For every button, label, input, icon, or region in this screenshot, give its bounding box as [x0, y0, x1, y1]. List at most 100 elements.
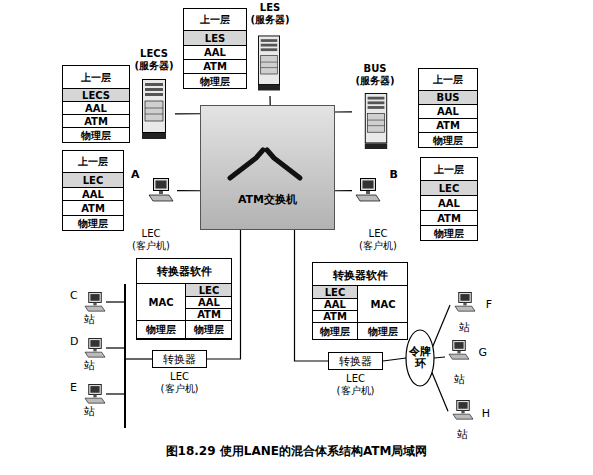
node-label: LEC (客户机): [337, 373, 375, 397]
layer-label: 上一层: [200, 14, 230, 25]
protocol-layer: MAC: [136, 283, 186, 321]
station-node: H站: [448, 398, 490, 442]
protocol-layer: ATM: [183, 59, 247, 74]
token-ring: 令牌环: [405, 329, 435, 387]
layer-label: 上一层: [433, 74, 463, 85]
protocol-layer: LEC: [62, 172, 124, 188]
switch-body: [200, 105, 335, 230]
layer-label: AAL: [204, 47, 226, 58]
node-label: LEC (客户机): [132, 228, 170, 252]
computer-icon: [455, 292, 475, 311]
layer-label: ATM: [203, 61, 227, 72]
node-label: 转换器: [163, 352, 196, 367]
layer-label: AAL: [198, 297, 220, 308]
node-label: 站: [454, 372, 465, 387]
protocol-layer: 物理层: [185, 320, 232, 339]
node-label: LEC (客户机): [161, 371, 199, 395]
node-label: 站: [457, 427, 468, 442]
switch-symbol: [267, 150, 300, 178]
node-label: 转换器软件: [137, 259, 231, 279]
node-label: 转换器软件: [313, 263, 407, 283]
node-label: 站: [84, 404, 95, 419]
switch-symbol: [230, 150, 263, 178]
layer-label: BUS: [437, 92, 460, 103]
network-link: [269, 96, 270, 105]
computer-icon: [453, 400, 473, 419]
converter-box: 转换器LEC (客户机): [152, 350, 207, 368]
protocol-layer: 物理层: [420, 225, 478, 241]
protocol-layer: AAL: [183, 45, 247, 60]
protocol-layer: 上一层: [418, 68, 478, 91]
layer-label: 上一层: [78, 156, 108, 167]
node-label: D: [70, 335, 78, 348]
node-label: H: [482, 407, 490, 420]
layer-label: AAL: [324, 299, 346, 310]
protocol-layer: 物理层: [357, 322, 408, 340]
network-link: [335, 111, 352, 112]
server-icon: [142, 80, 166, 140]
protocol-layer: ATM: [62, 200, 124, 216]
protocol-layer: 物理层: [418, 132, 478, 148]
station-node: F站: [450, 289, 492, 335]
protocol-layer: 物理层: [62, 127, 130, 143]
protocol-layer: ATM: [418, 118, 478, 133]
ethernet-bus: [124, 284, 126, 428]
protocol-layer: MAC: [357, 285, 408, 323]
layer-label: LES: [205, 33, 225, 44]
layer-label: LEC: [439, 183, 460, 194]
node-label: E: [70, 381, 77, 394]
protocol-layer: 上一层: [62, 150, 124, 173]
layer-label: LECS: [82, 90, 110, 101]
protocol-layer: AAL: [418, 104, 478, 119]
server-node: BUS (服务器): [352, 63, 398, 152]
network-link: [432, 373, 448, 412]
node-label: BUS (服务器): [355, 63, 394, 87]
node-label: A: [131, 168, 140, 181]
layer-label: 物理层: [194, 324, 224, 335]
layer-label: 物理层: [433, 135, 463, 146]
layer-label: ATM: [437, 213, 461, 224]
layer-label: AAL: [438, 198, 460, 209]
layer-label: 物理层: [368, 326, 398, 337]
computer-icon: [85, 338, 105, 357]
station-node: G站: [445, 337, 487, 387]
layer-label: LEC: [83, 175, 104, 186]
server-icon: [365, 93, 387, 149]
computer-icon: [85, 384, 105, 403]
node-label: B: [390, 168, 398, 181]
computer-icon: [85, 292, 105, 311]
bus-stub: [106, 301, 125, 302]
server-node: LES (服务器): [250, 2, 290, 96]
node-label: 站: [84, 312, 95, 327]
node-label: 站: [459, 320, 470, 335]
node-label: F: [486, 298, 492, 311]
layer-label: LEC: [325, 287, 346, 298]
layer-label: 物理层: [200, 76, 230, 87]
node-label: LECS (服务器): [134, 48, 173, 72]
network-link: [177, 190, 200, 191]
converter-software-box: 转换器软件MACLECAALATM物理层物理层: [136, 258, 232, 340]
node-label: C: [70, 289, 78, 302]
computer-icon: [356, 179, 380, 202]
layer-label: ATM: [436, 120, 460, 131]
protocol-layer: 物理层: [183, 73, 247, 89]
network-link: [383, 358, 406, 361]
layer-label: 物理层: [434, 228, 464, 239]
server-icon: [258, 36, 280, 91]
bus-stub: [106, 393, 125, 394]
protocol-layer: 上一层: [62, 65, 130, 89]
protocol-layer: LEC: [420, 180, 478, 196]
atm-switch: ATM交换机: [200, 105, 335, 230]
layer-label: ATM: [81, 203, 105, 214]
station-node: C站: [70, 289, 110, 327]
layer-label: AAL: [437, 106, 459, 117]
server-node: LECS (服务器): [133, 48, 175, 142]
layer-label: LEC: [199, 285, 220, 296]
protocol-layer: 上一层: [420, 157, 478, 181]
station-node: E站: [70, 381, 110, 419]
protocol-layer: AAL: [420, 195, 478, 211]
protocol-layer: 物理层: [62, 215, 124, 231]
protocol-layer: 上一层: [183, 8, 247, 31]
client-node: BLEC (客户机): [352, 168, 404, 252]
protocol-layer: LEC: [185, 283, 232, 297]
